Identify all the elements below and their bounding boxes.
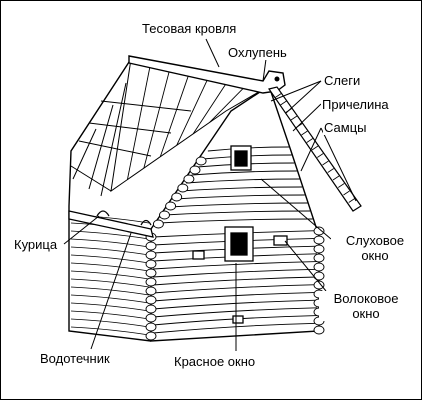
side-log-course [70,230,150,240]
log-end [145,286,157,296]
label-samtsy: Самцы [323,120,368,135]
roof-frame [70,58,192,197]
log-end [313,244,325,254]
gable-log-course [180,186,303,192]
label-vodotechnik: Водотечник [39,351,111,366]
label-slegi: Слеги [323,73,362,88]
log-end [145,250,157,260]
gable-log-course [159,218,313,224]
log-end [145,259,157,269]
label-prichelina: Причелина [321,97,390,112]
log-end [145,277,157,287]
gable-log-course [152,299,318,310]
log-end [313,280,325,290]
side-log-course [70,246,150,256]
prichelina-notch [343,190,350,196]
prichelina-notch [311,145,319,151]
volokovoe-okno-left [192,250,205,260]
gable-log-course [191,170,297,176]
side-log-course [70,310,150,320]
windows [192,145,288,324]
log-end [145,295,157,305]
side-log-course [70,302,150,312]
log-end [145,241,157,251]
log-end [313,235,325,245]
side-log-course [70,326,150,336]
roof-board-seam [192,78,230,135]
label-kuritsa: Курица [13,237,59,252]
log-end [313,262,325,272]
label-krasnoe-okno: Красное окно [173,354,257,369]
log-end [177,183,189,193]
gable-log-course [152,284,318,294]
side-log-course [70,294,150,304]
prichelina-notches [275,93,355,203]
log-end [145,304,157,314]
log-end [145,268,157,278]
slukhovoe-okno-glass [234,150,248,167]
gable-log-course [164,210,311,216]
prichelina-notch [306,138,313,143]
log-end [145,313,157,323]
prichelina-notch [322,160,329,166]
prichelina-notch [275,93,282,98]
prichelina-notch [317,153,324,158]
prichelina-notch [327,168,334,173]
label-okhlupen: Охлупень [227,45,288,60]
log-end [313,325,325,335]
label-tesovaya-krovlya: Тесовая кровля [141,21,238,36]
side-log-course [70,270,150,280]
prichelina-notch [301,130,308,136]
gable-log-course [152,276,318,286]
gable-log-course [152,322,318,334]
volokovoe-okno-low [232,315,244,324]
side-log-course [70,318,150,328]
side-log-course [70,286,150,296]
prichelina-notch [280,100,287,106]
log-end [165,201,177,211]
log-end [313,226,325,236]
leader-lines [63,38,357,351]
eave-vodotechnik [68,210,154,238]
prichelina-notch [290,115,298,121]
label-slukhovoe-okno: Слуховое окно [331,233,419,263]
board-lines [126,62,250,180]
log-end [159,210,170,220]
side-log-course [70,238,150,248]
log-end [189,165,201,175]
side-log-course [70,262,150,272]
gable-log-course [152,307,318,318]
prichelina-notch [348,198,355,203]
prichelina-board [268,86,362,212]
roof-board-seam [126,62,152,180]
gable-log-course [152,291,318,302]
log-end [152,219,164,229]
prichelina-notch [338,183,345,188]
log-end [183,174,195,184]
log-end [313,253,325,263]
gable-log-course [169,202,308,208]
roof-board-seam [159,70,191,157]
gable-log-course [152,261,318,270]
roof-board-seam [143,66,171,169]
log-end [145,331,157,341]
label-volokovoe-okno: Волоковое окно [319,291,413,321]
log-end [171,192,183,202]
krasnoe-okno-glass [230,232,248,256]
gable-log-course [186,178,300,184]
prichelina-notch [332,175,340,181]
side-log-course [70,278,150,288]
okhlupen-ridge-log [128,55,286,94]
side-log-course [70,254,150,264]
volokovoe-okno-right [273,235,288,246]
gable-log-course [175,194,305,200]
log-end [145,322,157,332]
log-ends [145,156,325,341]
log-end [195,156,207,166]
gable-log-course [152,268,318,278]
roof-board-seam [176,74,211,146]
